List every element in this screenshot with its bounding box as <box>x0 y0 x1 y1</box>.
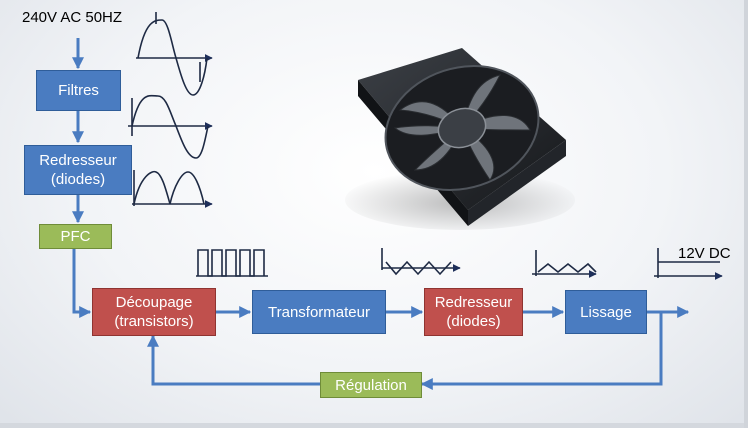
waveform-ripple <box>532 250 597 278</box>
output-voltage-label: 12V DC <box>678 245 731 262</box>
arrow-feedback-to-regulation <box>420 312 663 390</box>
block-regulation: Régulation <box>320 372 422 398</box>
input-voltage-label: 240V AC 50HZ <box>22 9 123 26</box>
frame-bottom-edge <box>0 423 748 428</box>
block-decoupage: Découpage (transistors) <box>92 288 216 336</box>
waveform-rectified <box>132 170 213 208</box>
flow-arrows <box>72 38 690 390</box>
cooling-fan-photo <box>345 48 575 230</box>
frame-right-edge <box>744 0 748 428</box>
arrow-pfc-to-decoupage <box>72 249 92 318</box>
block-redresseur-input: Redresseur (diodes) <box>24 145 132 195</box>
waveform-square <box>196 249 268 277</box>
waveform-ac-input <box>136 12 213 96</box>
block-filtres: Filtres <box>36 70 121 111</box>
block-pfc: PFC <box>39 224 112 249</box>
waveform-ac-filtered <box>128 94 213 159</box>
block-redresseur-output: Redresseur (diodes) <box>424 288 523 336</box>
waveform-dc <box>654 248 723 280</box>
block-lissage: Lissage <box>565 290 647 334</box>
waveform-transformed <box>381 248 461 276</box>
waveforms <box>128 12 723 280</box>
arrow-regulation-to-decoupage <box>147 334 320 386</box>
block-transformateur: Transformateur <box>252 290 386 334</box>
